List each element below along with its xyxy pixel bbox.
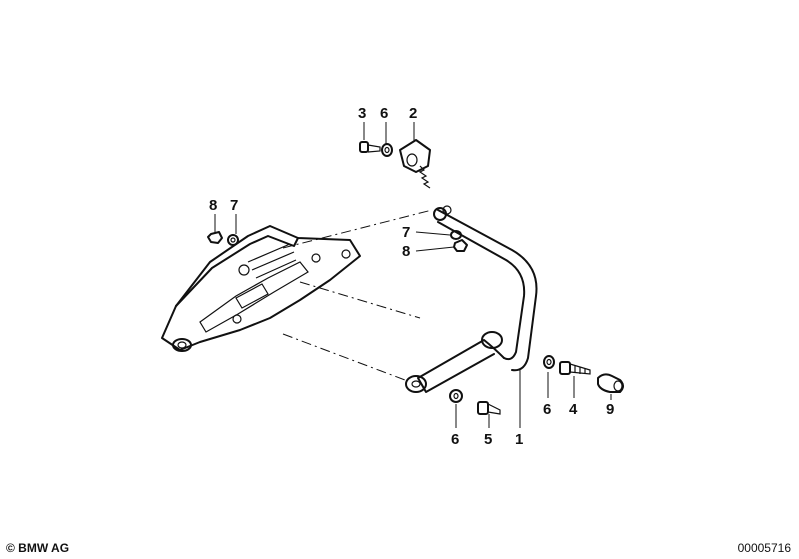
callout-6: 6 [543,401,551,418]
alignment-lines [282,209,433,381]
callout-8: 8 [402,243,410,260]
leader-lines [214,122,612,428]
callout-6: 6 [451,431,459,448]
callout-7: 7 [402,224,410,241]
screw-5 [477,401,501,415]
callout-9: 9 [606,401,614,418]
screw-3 [359,141,381,153]
callout-1: 1 [515,431,523,448]
screw-4 [559,361,591,375]
callout-4: 4 [569,401,578,418]
nut-8-right [453,239,468,252]
document-number: 00005716 [737,541,791,555]
copyright-label: © BMW AG [6,541,70,555]
callout-2: 2 [409,105,417,122]
washer-7-right [450,230,462,240]
callout-8: 8 [209,197,217,214]
washer-6-lower [449,389,463,403]
callout-6: 6 [380,105,388,122]
spring-clip [399,139,431,189]
callout-5: 5 [484,431,492,448]
callout-7: 7 [230,197,238,214]
washer-6-top [381,143,393,157]
washer-7-left [227,234,239,246]
washer-6-right [543,355,555,369]
callout-3: 3 [358,105,366,122]
footrest-tube [405,205,538,393]
footrest-bracket [161,225,361,352]
end-cap-9 [597,373,624,393]
nut-8-left [207,231,223,244]
